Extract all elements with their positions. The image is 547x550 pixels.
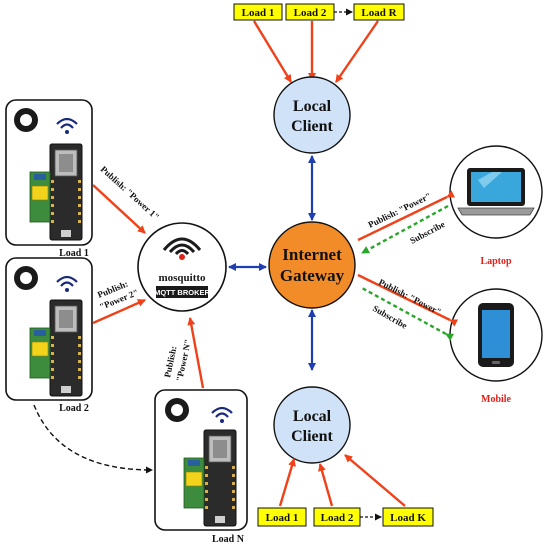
arrow-mobile-publish: [357, 273, 459, 327]
bottom-load-2-label: Load 2: [321, 512, 354, 524]
gateway-line1: Internet: [282, 245, 342, 264]
device-n-publish-line2: "Power N": [174, 338, 193, 382]
local-client-top-line1: Local: [293, 98, 332, 115]
device-load-n: Load N: [154, 389, 248, 545]
laptop-label: Laptop: [480, 256, 512, 267]
local-client-bottom-line1: Local: [293, 408, 332, 425]
dashed-device-2-to-n: [33, 404, 153, 474]
internet-gateway: Internet Gateway: [268, 221, 356, 309]
laptop-icon: [457, 168, 535, 216]
arrow-bottom-load-1: [278, 458, 296, 507]
top-load-1: Load 1: [233, 3, 283, 21]
radio-signal-icon: [162, 237, 202, 260]
device-1-label: Load 1: [59, 248, 89, 259]
top-load-2-label: Load 2: [294, 7, 327, 19]
bottom-load-k-label: Load K: [390, 512, 426, 524]
bottom-load-k: Load K: [382, 507, 434, 527]
arrow-device-2-publish: [92, 298, 146, 325]
arrow-laptop-subscribe: [361, 204, 449, 255]
device-n-label: Load N: [212, 534, 245, 545]
local-client-top: Local Client: [273, 76, 351, 154]
device-load-1: Load 1: [5, 99, 93, 259]
local-client-bottom: Local Client: [273, 386, 351, 464]
laptop-publish-label: Publish: "Power": [366, 191, 432, 230]
local-client-top-line2: Client: [291, 118, 333, 135]
device-2-label: Load 2: [59, 403, 89, 414]
broker-brand: mosquitto: [158, 272, 206, 284]
laptop-node: Laptop: [449, 145, 543, 267]
arrow-top-load-r: [335, 20, 379, 83]
current-sensor-clamp-icon: [14, 266, 38, 290]
arrow-device-1-publish: [92, 184, 146, 234]
top-load-1-label: Load 1: [242, 7, 275, 19]
device-load-2: Load 2: [5, 257, 93, 414]
arrow-bottom-load-2: [318, 463, 334, 507]
arrow-top-load-1: [252, 20, 293, 83]
top-load-r: Load R: [353, 3, 405, 21]
device-1-publish-label: Publish: "Power 1": [99, 164, 162, 222]
mqtt-broker: mosquitto MQTT BROKER: [137, 222, 227, 312]
arrow-bottom-load-k: [344, 454, 406, 507]
arrow-mobile-subscribe: [361, 286, 455, 341]
current-sensor-clamp-icon: [14, 108, 38, 132]
mobile-subscribe-label: Subscribe: [371, 303, 409, 331]
laptop-subscribe-label: Subscribe: [408, 219, 446, 246]
local-client-bottom-line2: Client: [291, 428, 333, 445]
arrow-device-n-publish: [187, 317, 205, 389]
bottom-load-1: Load 1: [257, 507, 307, 527]
broker-subtitle: MQTT BROKER: [154, 288, 210, 297]
mobile-node: Mobile: [449, 288, 543, 405]
smartphone-icon: [478, 303, 514, 367]
top-load-r-label: Load R: [361, 7, 397, 19]
gateway-line2: Gateway: [280, 266, 345, 285]
bottom-load-2: Load 2: [313, 507, 361, 527]
mobile-label: Mobile: [481, 394, 512, 405]
current-sensor-clamp-icon: [165, 398, 189, 422]
top-load-2: Load 2: [285, 3, 335, 21]
arrow-laptop-publish: [357, 190, 456, 242]
bottom-load-1-label: Load 1: [266, 512, 299, 524]
